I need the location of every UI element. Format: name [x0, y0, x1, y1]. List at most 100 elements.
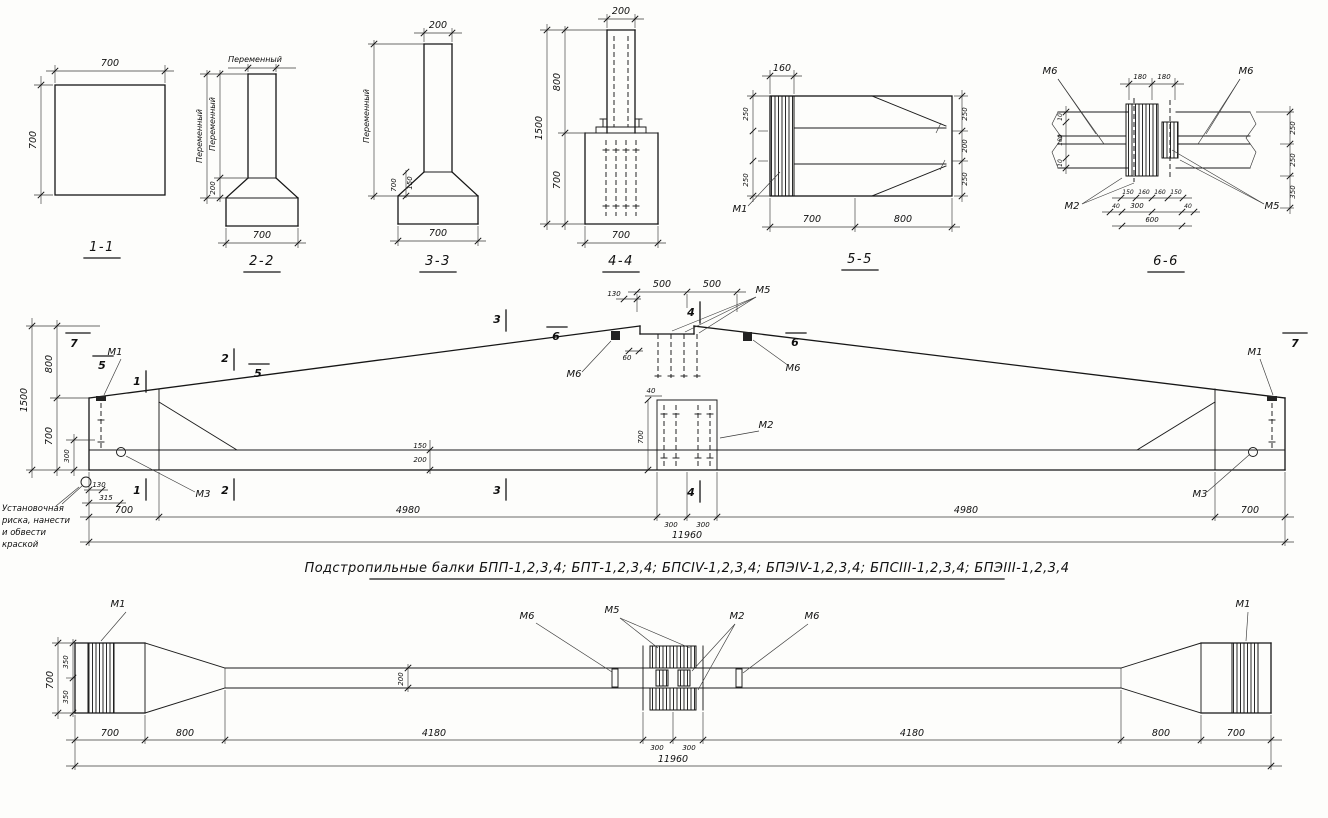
joint-plate-hatch-left [1125, 103, 1159, 177]
m1-plate-plan-right [1231, 642, 1259, 714]
dim-5-5-250-r2: 250 [961, 172, 969, 186]
m1-plate-hatch [769, 95, 795, 197]
dim-elev-700-left: 700 [44, 427, 55, 445]
section-4-4: 200 1500 800 700 700 4-4 [534, 6, 666, 273]
dim-plan-200: 200 [397, 672, 405, 686]
dim-6-6-180l: 180 [1057, 134, 1064, 146]
dim-elev-200-flange: 200 [413, 456, 427, 464]
dim-4-4-bottom: 700 [612, 230, 630, 241]
dim-5-5-250-l2: 250 [742, 173, 750, 187]
section-1-1: 700 700 1-1 [28, 58, 174, 259]
dim-plan-4180b: 4180 [900, 728, 924, 739]
dim-3-3-var: Переменный [362, 89, 371, 143]
dim-plan-350a: 350 [62, 655, 70, 669]
m1-anchor-right [1267, 396, 1277, 401]
mark-m1-elev-right: М1 [1248, 347, 1263, 358]
label-section-5-5: 5-5 [847, 252, 873, 267]
dim-6-6-250b: 250 [1289, 153, 1297, 167]
mark-m1-5-5: М1 [733, 204, 748, 215]
dim-plan-800b: 800 [1152, 728, 1170, 739]
cut-mark-6-right: 6 [791, 336, 799, 349]
note-line-3: и обвести [2, 528, 47, 538]
cut-mark-2-top: 2 [221, 352, 229, 365]
dim-5-5-250-r1: 250 [961, 107, 969, 121]
dim-2-2-var-left-2: Переменный [208, 97, 217, 151]
section-2-2: Переменный Переменный Переменный 200 700… [195, 55, 306, 273]
mark-m6-left-6-6: М6 [1043, 66, 1058, 77]
joint-bolt-plan-a [655, 669, 669, 687]
dim-elev-700-center: 700 [637, 430, 645, 444]
cut-mark-1-top: 1 [133, 375, 141, 388]
dim-elev-150-flange: 150 [413, 442, 427, 450]
mark-m2-plan: М2 [730, 611, 745, 622]
m1-anchor-left [96, 396, 106, 401]
section-6-6: 180 180 М6 М6 10 180 10 250 250 350 М2 М… [1043, 66, 1297, 273]
m6-plate-plan-left [611, 668, 619, 688]
cut-mark-6-left: 6 [552, 330, 560, 343]
dim-elev-300a: 300 [664, 521, 678, 529]
dim-2-2-var-left-1: Переменный [195, 109, 204, 163]
dim-plan-700-left: 700 [45, 671, 56, 689]
mark-m1-plan-right: М1 [1236, 599, 1251, 610]
dim-elev-40: 40 [647, 387, 656, 395]
dim-6-6-180a: 180 [1133, 73, 1147, 81]
dim-3-3-700: 700 [390, 178, 398, 192]
dim-elev-315: 315 [99, 494, 113, 502]
dim-6-6-40a: 40 [1112, 203, 1120, 210]
title-block: Подстропильные балки БПП-1,2,3,4; БПТ-1,… [305, 561, 1070, 580]
cut-mark-5-b: 5 [254, 367, 262, 380]
dim-2-2-var-top: Переменный [228, 55, 282, 64]
dim-6-6-350: 350 [1289, 185, 1297, 199]
dim-5-5-160: 160 [773, 63, 791, 74]
m3-washer-right [1248, 447, 1258, 457]
dim-elev-11960: 11960 [672, 530, 702, 541]
cut-mark-2-bottom: 2 [221, 484, 229, 497]
dim-5-5-200-r: 200 [961, 139, 969, 153]
dim-6-6-250a: 250 [1289, 121, 1297, 135]
cut-mark-3-bottom: 3 [493, 484, 501, 497]
cut-mark-4-top: 4 [686, 306, 695, 319]
label-section-1-1: 1-1 [89, 240, 115, 255]
dim-plan-300b: 300 [682, 744, 696, 752]
dim-6-6-180b: 180 [1157, 73, 1171, 81]
mark-m3-right: М3 [1193, 489, 1208, 500]
dim-plan-700a: 700 [101, 728, 119, 739]
dim-3-3-150: 150 [406, 176, 414, 190]
section-3-3: 200 Переменный 700 150 700 3-3 [362, 20, 486, 273]
mark-m6-plan-left: М6 [520, 611, 535, 622]
dim-2-2-bottom: 700 [253, 230, 271, 241]
dim-1-1-left: 700 [28, 131, 39, 149]
mark-m6-right-6-6: М6 [1239, 66, 1254, 77]
dim-6-6-10a: 10 [1057, 113, 1064, 121]
mark-m5-elev: М5 [756, 285, 771, 296]
dim-4-4-800: 800 [552, 73, 563, 91]
dim-plan-4180a: 4180 [422, 728, 446, 739]
elevation-view: 7 7 3 3 2 2 1 1 4 4 6 6 5 5 М1 М1 М3 М3 … [1, 279, 1308, 550]
dim-6-6-150b: 150 [1170, 189, 1182, 196]
cut-mark-3-top: 3 [493, 313, 501, 326]
cut-mark-4-bottom: 4 [686, 486, 695, 499]
plan-view: М1 М6 М5 М2 М6 М1 700 350 350 200 700 80… [45, 599, 1282, 770]
m6-plate-right [743, 332, 752, 341]
dim-elev-500a: 500 [653, 279, 671, 290]
dim-plan-700b: 700 [1227, 728, 1245, 739]
dim-elev-4980-left: 4980 [396, 505, 420, 516]
dim-6-6-150a: 150 [1122, 189, 1134, 196]
dim-2-2-200: 200 [209, 181, 217, 195]
drawing-title: Подстропильные балки БПП-1,2,3,4; БПТ-1,… [305, 561, 1070, 576]
dim-4-4-700: 700 [552, 171, 563, 189]
dim-elev-4980-right: 4980 [954, 505, 978, 516]
dim-elev-700-rb: 700 [1241, 505, 1259, 516]
dim-6-6-10b: 10 [1057, 159, 1064, 167]
datum-circle [80, 476, 92, 488]
mark-m1-elev-left: М1 [108, 347, 123, 358]
cut-mark-7-right: 7 [1291, 337, 1299, 350]
label-section-4-4: 4-4 [608, 254, 634, 269]
dim-plan-300a: 300 [650, 744, 664, 752]
note-line-1: Установочная [2, 504, 64, 514]
m6-plate-left [611, 331, 620, 340]
dim-3-3-bottom: 700 [429, 228, 447, 239]
joint-plate-plan-bottom [649, 687, 697, 711]
mark-m6-elev-left: М6 [567, 369, 582, 380]
